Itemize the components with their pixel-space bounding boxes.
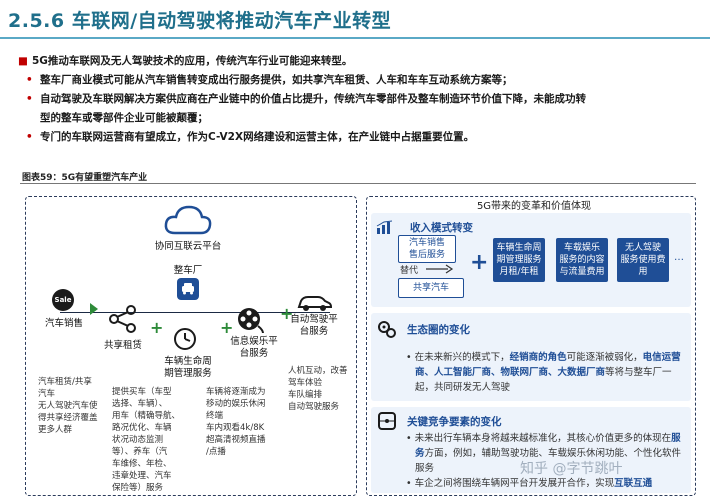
ellipsis-icon: … — [674, 252, 684, 263]
shared-car-box: 共享汽车 — [398, 278, 464, 298]
sale-badge-icon: Sale — [52, 289, 74, 311]
value-diagram-title: 5G带来的变革和价值体现 — [476, 201, 592, 212]
oem-label: 整车厂 — [173, 265, 203, 276]
arrow-icon — [426, 264, 454, 274]
film-reel-icon — [238, 308, 264, 334]
connector-line — [60, 312, 330, 313]
dot-bullet-icon: • — [26, 74, 33, 86]
dot-bullet-icon: • — [26, 93, 33, 105]
bullet-list: ■5G推动车联网及无人驾驶技术的应用，传统汽车行业可能迎来转型。 •整车厂商业模… — [18, 52, 704, 147]
title-divider — [0, 37, 710, 39]
shared-rental-label: 共享租赁 — [103, 340, 142, 351]
bullet-item: ■5G推动车联网及无人驾驶技术的应用，传统汽车行业可能迎来转型。 — [18, 52, 704, 71]
puzzle-icon — [378, 412, 396, 430]
watermark: 知乎 @字节跳叶 — [520, 461, 623, 477]
autonomous-fee-box: 无人驾驶 服务使用费 用 — [617, 238, 669, 282]
bullet-item: •专门的车联网运营商有望成立，作为C-V2X网络建设和运营主体，在产业链中占据重… — [18, 128, 704, 147]
cloud-icon — [164, 205, 212, 235]
competition-paragraph-2: • 车企之间将围绕车辆网平台开发展开合作，实现互联互通 — [406, 478, 653, 489]
bullet-item: •自动驾驶及车联网解决方案供应商在产业链中的价值占比提升，传统汽车零部件及整车制… — [18, 90, 704, 109]
ecosystem-panel — [371, 313, 691, 401]
bullet-item: •整车厂商业模式可能从汽车销售转变成出行服务提供，如共享汽车租赁、人车和车车互动… — [18, 71, 704, 90]
dot-bullet-icon: • — [26, 131, 33, 143]
gears-icon — [378, 321, 396, 338]
revenue-head: 收入模式转变 — [410, 222, 473, 234]
replace-label: 替代 — [400, 266, 419, 276]
square-bullet-icon: ■ — [18, 55, 28, 67]
clock-icon — [174, 328, 196, 350]
plus-icon: + — [220, 318, 234, 337]
page-title: 2.5.6 车联网/自动驾驶将推动汽车产业转型 — [8, 10, 392, 32]
competition-head: 关键竞争要素的变化 — [407, 416, 502, 428]
car-sales-label: 汽车销售 — [44, 318, 83, 329]
ecosystem-diagram-frame — [25, 196, 357, 496]
chart-bars-icon — [376, 220, 393, 234]
arrow-right-icon — [90, 303, 98, 315]
ecosystem-paragraph: • 在未来新兴的模式下，经销商的角色可能逐渐被弱化，电信运营商、人工智能厂商、物… — [406, 352, 681, 393]
bullet-item: 型的整车或零部件企业可能被颠覆； — [40, 112, 208, 124]
lifecycle-label: 车辆生命周 期管理服务 — [164, 356, 212, 379]
value-diagram-frame — [366, 196, 696, 496]
infotainment-label: 信息娱乐平 台服务 — [230, 336, 278, 359]
car-front-icon — [177, 278, 199, 300]
cloud-platform-label: 协同互联云平台 — [154, 241, 222, 252]
autonomous-notes: 人机互动，改善 驾车体验 车队编排 自动驾驶服务 — [288, 366, 348, 412]
share-network-icon — [109, 305, 136, 333]
ecosystem-head: 生态圈的变化 — [407, 324, 470, 336]
autonomous-label: 自动驾驶平 台服务 — [290, 314, 338, 337]
car-side-icon — [297, 296, 332, 311]
entertainment-fee-box: 车载娱乐 服务的内容 与流量费用 — [556, 238, 608, 282]
after-sales-box: 汽车销售 售后服务 — [398, 235, 456, 263]
lifecycle-fee-box: 车辆生命周 期管理服务 月租/年租 — [493, 238, 545, 282]
lifecycle-notes: 提供买车（车型 选择、车辆）、 用车（精确导航、 路况优化、车辆 状况动态监测 … — [112, 387, 181, 493]
plus-icon: + — [280, 304, 294, 323]
figure-caption: 图表59：5G有望重塑汽车产业 — [22, 173, 148, 183]
competition-paragraph-1: • 未来出行车辆本身将越来越标准化，其核心价值更多的体现在服务方面，例如，辅助驾… — [406, 433, 682, 474]
competition-panel — [371, 407, 691, 493]
infotainment-notes: 车辆将逐渐成为 移动的娱乐休闲 终端 车内观看4k/8K 超高清视频直播 /点播 — [206, 387, 266, 457]
car-sales-notes: 汽车租赁/共享 汽车 无人驾驶汽车使 得共享经济覆盖 更多人群 — [38, 377, 98, 435]
plus-icon: + — [150, 318, 164, 337]
caption-divider — [20, 183, 696, 184]
plus-icon: + — [470, 250, 489, 275]
